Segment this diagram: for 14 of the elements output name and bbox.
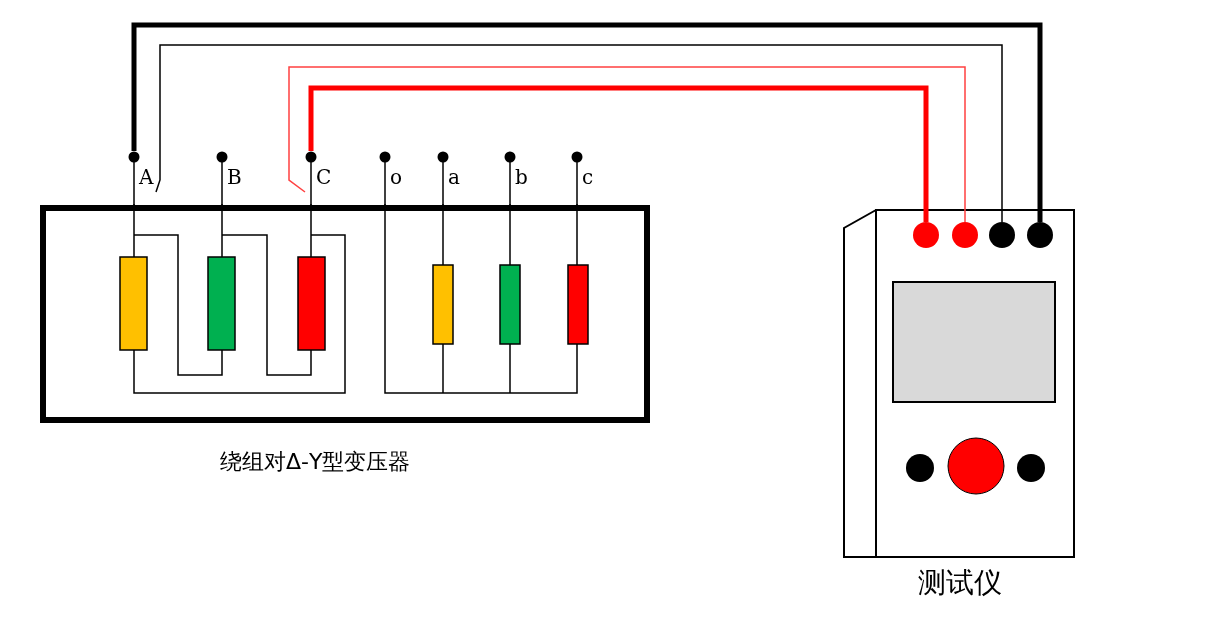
- transformer-box: [40, 205, 650, 423]
- terminal-label: C: [316, 166, 332, 188]
- wire: [308, 85, 929, 222]
- terminal-label: c: [582, 166, 594, 188]
- wire: [155, 44, 1003, 223]
- terminal-label: b: [515, 166, 528, 188]
- node-label: 测试仪: [918, 565, 1002, 601]
- terminal-label: A: [139, 166, 154, 188]
- wire: [288, 66, 966, 223]
- terminal-label: B: [227, 166, 242, 188]
- node-label: 绕组对Δ-Y型变压器: [220, 448, 411, 476]
- terminal-label: o: [390, 166, 403, 188]
- wire: [131, 22, 1043, 222]
- terminal-label: a: [448, 166, 460, 188]
